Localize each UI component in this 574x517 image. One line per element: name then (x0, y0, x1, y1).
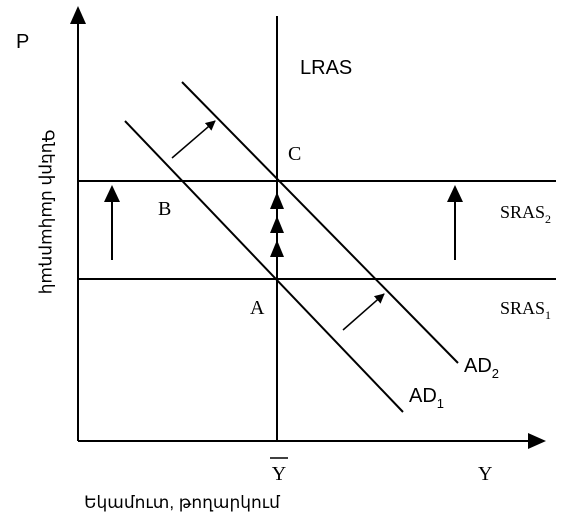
ad1-line (124, 120, 404, 413)
sras-shift-arrowhead-right (447, 185, 463, 202)
point-b-label: B (158, 198, 171, 220)
lras-label: LRAS (300, 57, 352, 79)
potential-output-label: Y (272, 463, 286, 485)
x-axis-arrowhead (528, 433, 546, 449)
ad1-label: AD1 (409, 385, 444, 411)
sras1-label: SRAS1 (500, 298, 551, 322)
y-axis-symbol: P (16, 31, 29, 53)
x-axis-title: Եկամուտ, թողարկում (84, 493, 280, 512)
ad2-label: AD2 (464, 355, 499, 381)
ad-shift-arrow-lower (342, 293, 385, 331)
ad-shift-arrow-upper (171, 120, 216, 159)
price-rise-arrowhead-1 (270, 240, 284, 257)
sras-shift-arrowhead-left (104, 185, 120, 202)
x-axis-symbol: Y (478, 463, 492, 485)
ad2-line (181, 81, 459, 364)
y-axis-title: Գների մակարդակ (38, 130, 57, 295)
point-c-label: C (288, 143, 301, 165)
price-rise-arrowhead-2 (270, 216, 284, 233)
price-rise-arrowhead-3 (270, 192, 284, 209)
y-axis-arrowhead (70, 6, 86, 24)
point-a-label: A (250, 297, 265, 319)
sras2-label: SRAS2 (500, 202, 551, 226)
